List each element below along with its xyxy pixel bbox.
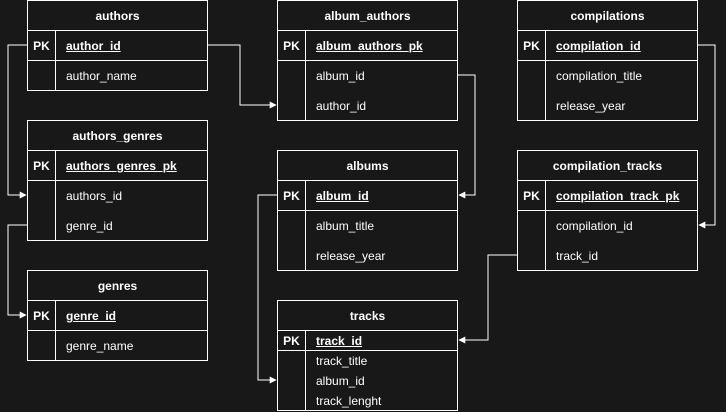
field-name: release_year bbox=[556, 99, 626, 113]
pk-row[interactable]: PK compilation_id bbox=[518, 31, 697, 61]
pk-row[interactable]: PK author_id bbox=[28, 31, 207, 61]
key-cell-empty bbox=[278, 211, 306, 241]
pk-field: album_id bbox=[316, 189, 369, 203]
table-title: authors_genres bbox=[28, 121, 207, 151]
field-name: track_title bbox=[316, 354, 368, 368]
field-row[interactable]: author_name bbox=[28, 61, 207, 91]
pk-field: compilation_track_pk bbox=[556, 189, 680, 203]
field-name: album_title bbox=[316, 219, 375, 233]
table-compilations[interactable]: compilations PK compilation_id compilati… bbox=[517, 0, 698, 121]
field-row[interactable]: genre_name bbox=[28, 331, 207, 361]
pk-field: genre_id bbox=[66, 309, 117, 323]
field-row[interactable]: compilation_title bbox=[518, 61, 697, 91]
field-row[interactable]: compilation_id bbox=[518, 211, 697, 241]
pk-row[interactable]: PK album_id bbox=[278, 181, 457, 211]
field-name: author_name bbox=[66, 69, 137, 83]
key-cell-empty bbox=[518, 241, 546, 271]
table-tracks[interactable]: tracks PK track_id track_title album_id … bbox=[277, 300, 458, 411]
pk-key-label: PK bbox=[278, 181, 306, 210]
field-row[interactable]: release_year bbox=[518, 91, 697, 121]
key-cell-empty bbox=[278, 371, 306, 391]
pk-key-label: PK bbox=[28, 31, 56, 60]
key-cell-empty bbox=[518, 211, 546, 241]
field-row[interactable]: album_title bbox=[278, 211, 457, 241]
field-row[interactable]: release_year bbox=[278, 241, 457, 271]
key-cell-empty bbox=[278, 351, 306, 371]
key-cell-empty bbox=[28, 181, 56, 211]
connector-albums-to-tracks bbox=[257, 194, 277, 384]
pk-field: authors_genres_pk bbox=[66, 159, 177, 173]
field-name: track_lenght bbox=[316, 394, 382, 408]
field-row[interactable]: authors_id bbox=[28, 181, 207, 211]
pk-key-label: PK bbox=[28, 301, 56, 330]
connector-compilation-tracks-to-tracks bbox=[458, 254, 517, 344]
key-cell-empty bbox=[278, 391, 306, 411]
pk-field: album_authors_pk bbox=[316, 39, 423, 53]
pk-key-label: PK bbox=[28, 151, 56, 180]
pk-field: author_id bbox=[66, 39, 121, 53]
key-cell-empty bbox=[28, 331, 56, 361]
pk-row[interactable]: PK track_id bbox=[278, 331, 457, 351]
key-cell-empty bbox=[28, 211, 56, 241]
field-row[interactable]: track_lenght bbox=[278, 391, 457, 411]
field-name: compilation_title bbox=[556, 69, 643, 83]
field-name: album_id bbox=[316, 69, 365, 83]
table-title: album_authors bbox=[278, 1, 457, 31]
key-cell-empty bbox=[278, 241, 306, 271]
field-name: track_id bbox=[556, 249, 599, 263]
table-title: compilation_tracks bbox=[518, 151, 697, 181]
field-name: author_id bbox=[316, 99, 367, 113]
key-cell-empty bbox=[278, 61, 306, 91]
field-name: genre_name bbox=[66, 339, 134, 353]
key-cell-empty bbox=[518, 91, 546, 121]
table-album-authors[interactable]: album_authors PK album_authors_pk album_… bbox=[277, 0, 458, 121]
field-row[interactable]: author_id bbox=[278, 91, 457, 121]
table-title: tracks bbox=[278, 301, 457, 331]
pk-row[interactable]: PK compilation_track_pk bbox=[518, 181, 697, 211]
pk-field: track_id bbox=[316, 334, 363, 348]
table-title: authors bbox=[28, 1, 207, 31]
key-cell-empty bbox=[278, 91, 306, 121]
field-name: compilation_id bbox=[556, 219, 633, 233]
field-row[interactable]: album_id bbox=[278, 371, 457, 391]
field-name: release_year bbox=[316, 249, 386, 263]
table-title: compilations bbox=[518, 1, 697, 31]
table-compilation-tracks[interactable]: compilation_tracks PK compilation_track_… bbox=[517, 150, 698, 271]
pk-field: compilation_id bbox=[556, 39, 641, 53]
table-title: genres bbox=[28, 271, 207, 301]
field-name: authors_id bbox=[66, 189, 123, 203]
field-row[interactable]: album_id bbox=[278, 61, 457, 91]
pk-key-label: PK bbox=[518, 181, 546, 210]
pk-row[interactable]: PK genre_id bbox=[28, 301, 207, 331]
table-genres[interactable]: genres PK genre_id genre_name bbox=[27, 270, 208, 361]
field-row[interactable]: genre_id bbox=[28, 211, 207, 241]
pk-key-label: PK bbox=[278, 331, 306, 350]
connector-authors-genres-to-genres bbox=[7, 224, 27, 319]
connector-album-authors-to-albums bbox=[457, 74, 476, 199]
pk-row[interactable]: PK authors_genres_pk bbox=[28, 151, 207, 181]
connector-compilations-to-compilation-tracks bbox=[697, 44, 716, 229]
table-authors[interactable]: authors PK author_id author_name bbox=[27, 0, 208, 91]
field-row[interactable]: track_title bbox=[278, 351, 457, 371]
table-albums[interactable]: albums PK album_id album_title release_y… bbox=[277, 150, 458, 271]
table-authors-genres[interactable]: authors_genres PK authors_genres_pk auth… bbox=[27, 120, 208, 241]
field-row[interactable]: track_id bbox=[518, 241, 697, 271]
key-cell-empty bbox=[518, 61, 546, 91]
field-name: album_id bbox=[316, 374, 365, 388]
pk-key-label: PK bbox=[518, 31, 546, 60]
pk-key-label: PK bbox=[278, 31, 306, 60]
connector-authors-to-album-authors bbox=[207, 44, 277, 109]
connector-authors-to-authors-genres bbox=[7, 44, 27, 199]
field-name: genre_id bbox=[66, 219, 113, 233]
key-cell-empty bbox=[28, 61, 56, 91]
pk-row[interactable]: PK album_authors_pk bbox=[278, 31, 457, 61]
table-title: albums bbox=[278, 151, 457, 181]
